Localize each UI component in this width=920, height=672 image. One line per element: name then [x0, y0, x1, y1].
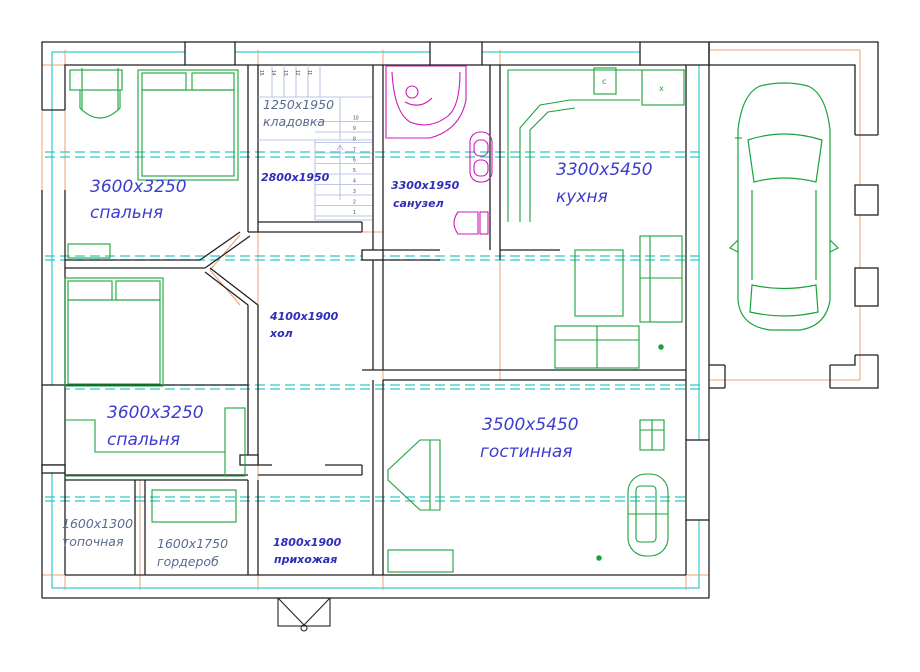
kitchen-furniture: [507, 67, 742, 369]
wardrobe-dim: 1600x1750: [157, 536, 228, 551]
bathroom-fixtures: [385, 65, 493, 235]
stair-step-number: 2: [353, 200, 356, 206]
stair-dim: 2800x1950: [261, 171, 330, 184]
stair-step-number: 13: [282, 70, 288, 76]
bedroom2-furniture: [64, 243, 246, 477]
hall-name: хол: [269, 327, 293, 340]
stair-step-number: 7: [353, 147, 356, 153]
axis-lines: [45, 51, 705, 589]
car-icon: [728, 82, 840, 331]
stair-step-number: 15: [258, 70, 264, 76]
entrance-porch: [277, 597, 331, 632]
storage-dim: 1250x1950: [263, 97, 334, 112]
stair-step-number: 3: [353, 189, 356, 195]
stair-step-number: 4: [353, 179, 356, 185]
wardrobe-furniture: [151, 489, 237, 523]
stair-step-number: 12: [294, 70, 300, 76]
bedroom2-name: спальня: [107, 430, 180, 450]
stair-step-number: 1: [353, 210, 356, 216]
bedroom1-dim: 3600x3250: [90, 177, 187, 197]
stove-mark: c: [602, 77, 606, 86]
stair-step-number: 9: [353, 126, 356, 132]
stair-step-number: 14: [270, 70, 276, 76]
stair-step-number: 8: [353, 137, 356, 143]
fridge-mark: x: [659, 84, 664, 93]
entry-dim: 1800x1900: [273, 536, 342, 549]
wardrobe-name: гордероб: [157, 554, 219, 569]
living-name: гостинная: [480, 442, 573, 462]
bedroom2-dim: 3600x3250: [107, 403, 204, 423]
staircase: [258, 65, 372, 221]
garage: [709, 41, 879, 389]
construction-lines: [41, 41, 861, 599]
walls: [41, 41, 710, 599]
entry-name: прихожая: [274, 553, 337, 566]
kitchen-name: кухня: [556, 187, 608, 207]
storage-name: кладовка: [263, 114, 325, 129]
living-dim: 3500x5450: [482, 415, 579, 435]
bathroom-dim: 3300x1950: [391, 179, 460, 192]
stair-step-number: 11: [306, 70, 312, 75]
bedroom1-furniture: [69, 68, 239, 181]
boiler-name: топочная: [62, 534, 124, 549]
bathroom-name: санузел: [393, 197, 444, 210]
living-furniture: [387, 419, 669, 573]
bedroom1-name: спальня: [90, 203, 163, 223]
stair-step-number: 6: [353, 158, 356, 164]
room-labels: 3600x3250 спальня 1250x1950 кладовка 280…: [62, 77, 664, 569]
stair-step-number: 10: [353, 116, 359, 122]
stair-step-number: 5: [353, 168, 356, 174]
boiler-dim: 1600x1300: [62, 516, 133, 531]
kitchen-dim: 3300x5450: [556, 160, 653, 180]
hall-dim: 4100x1900: [269, 310, 339, 323]
